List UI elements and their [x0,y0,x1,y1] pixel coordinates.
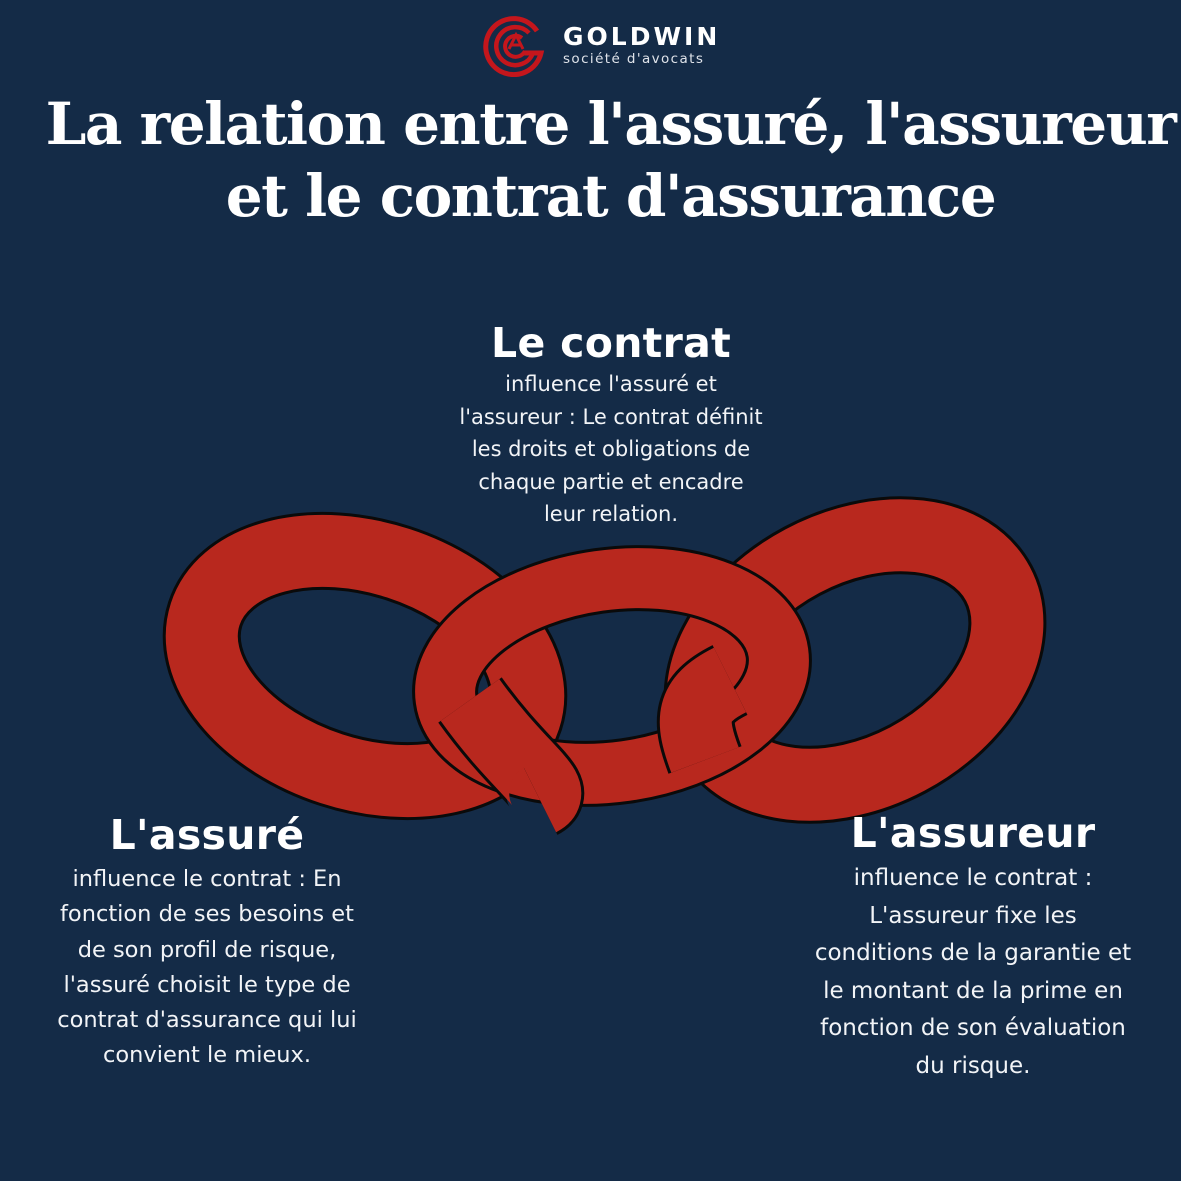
description-line: fonction de ses besoins et [60,901,354,928]
node-contrat-description: influence l'assuré et l'assureur : Le co… [411,368,811,531]
node-assure-heading: L'assuré [109,811,305,859]
description-line: l'assureur : Le contrat définit [459,404,763,429]
brand-name: GOLDWIN [563,22,721,51]
description-line: leur relation. [543,502,679,527]
title-line-2: et le contrat d'assurance [225,162,997,230]
node-assureur: L'assureur influence le contrat : L'assu… [778,808,1168,1085]
description-line: fonction de son évaluation [820,1015,1126,1041]
brand-logo: GOLDWIN société d'avocats [483,12,720,78]
middle-chain-link [412,545,812,807]
description-line: influence le contrat : En [72,866,342,892]
title-line-1: La relation entre l'assuré, l'assureur [45,90,1177,158]
node-contrat: Le contrat influence l'assuré et l'assur… [411,318,811,531]
description-line: le montant de la prime en [823,977,1123,1004]
page-title: La relation entre l'assuré, l'assureur e… [40,88,1181,232]
description-line: les droits et obligations de [471,437,751,462]
description-line: L'assureur fixe les [869,902,1077,929]
node-assure: L'assuré influence le contrat : En fonct… [22,810,392,1074]
description-line: contrat d'assurance qui lui [57,1007,357,1034]
node-assureur-description: influence le contrat : L'assureur fixe l… [778,860,1168,1085]
description-line: influence l'assuré et [505,372,717,396]
description-line: de son profil de risque, [77,936,337,963]
node-assureur-heading: L'assureur [850,809,1096,857]
description-line: du risque. [915,1052,1031,1079]
brand-tagline: société d'avocats [563,51,705,67]
description-line: chaque partie et encadre [478,469,744,494]
description-line: influence le contrat : [853,865,1093,891]
node-assure-description: influence le contrat : En fonction de se… [22,862,392,1074]
node-contrat-heading: Le contrat [491,319,731,367]
interlock-overlaps [438,645,749,835]
goldwin-g-monogram-icon [483,16,545,77]
description-line: conditions de la garantie et [814,940,1132,966]
description-line: l'assuré choisit le type de [63,971,351,998]
description-line: convient le mieux. [102,1042,312,1069]
